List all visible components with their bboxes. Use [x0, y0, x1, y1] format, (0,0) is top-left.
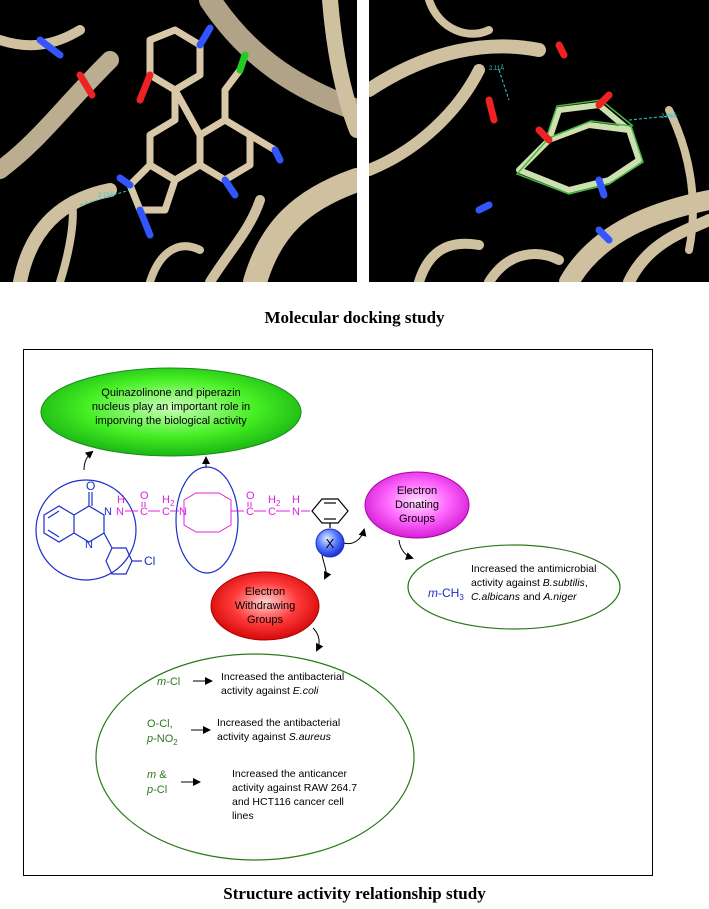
donating-ellipse: Electron Donating Groups [364, 471, 470, 539]
donating-substituent: m-CH3 [428, 586, 464, 602]
piperazine-ellipse [175, 466, 239, 574]
carbonyl-o-label: O [86, 479, 95, 493]
sar-caption: Structure activity relationship study [223, 884, 486, 903]
chloro-label: Cl [144, 554, 155, 568]
svg-text:activity against B.subtilis,: activity against B.subtilis, [471, 577, 588, 589]
svg-text:N: N [292, 506, 300, 518]
left-distance-label: 2.71Å [98, 192, 114, 199]
svg-text:Donating: Donating [395, 499, 439, 511]
svg-text:activity against RAW 264.7: activity against RAW 264.7 [232, 782, 357, 794]
quinazolinone-structure [43, 492, 142, 575]
withdrawing-results: m-Cl Increased the antibacterial activit… [95, 653, 415, 861]
x-label: X [326, 536, 335, 551]
result2-substituent-line1: O-Cl, [147, 718, 173, 730]
svg-text:O: O [140, 490, 149, 502]
n1-label: N [85, 539, 93, 551]
n3-label: N [104, 506, 112, 518]
result2-substituent-line2: p-NO2 [146, 733, 178, 747]
svg-text:2: 2 [170, 499, 175, 508]
svg-text:Increased the antibacterial: Increased the antibacterial [217, 717, 340, 729]
svg-text:C: C [162, 506, 170, 518]
svg-text:Withdrawing: Withdrawing [235, 600, 296, 612]
svg-text:C: C [140, 506, 148, 518]
role-text-line3: imporving the biological activity [95, 415, 247, 427]
svg-text:2: 2 [276, 499, 281, 508]
svg-text:activity against E.coli: activity against E.coli [221, 685, 319, 697]
svg-text:H: H [162, 494, 170, 506]
svg-text:H: H [292, 494, 300, 506]
pip-n1: N [179, 506, 187, 518]
right-distance-label-2: 2.09Å [661, 113, 677, 120]
quinazolinone-circle [35, 479, 137, 581]
svg-text:Groups: Groups [399, 513, 436, 525]
docking-image-left: 2.71Å [0, 0, 357, 282]
result1-substituent: m-Cl [157, 676, 180, 688]
svg-text:H: H [268, 494, 276, 506]
svg-text:lines: lines [232, 810, 254, 822]
role-ellipse: Quinazolinone and piperazin nucleus play… [40, 367, 302, 457]
svg-text:Groups: Groups [247, 614, 284, 626]
phenyl-ring [311, 498, 349, 528]
svg-text:and HCT116 cancer cell: and HCT116 cancer cell [232, 796, 344, 808]
result3-substituent-line2: p-Cl [146, 784, 167, 796]
svg-text:H: H [117, 494, 125, 506]
linker: H N O C H 2 C O C H 2 C H N [116, 490, 300, 518]
donating-result: m-CH3 Increased the antimicrobial activi… [407, 544, 621, 630]
role-text-line1: Quinazolinone and piperazin [101, 387, 240, 399]
withdrawing-ellipse: Electron Withdrawing Groups [210, 571, 320, 641]
docking-image-right: 2.11Å 2.09Å [369, 0, 709, 282]
svg-text:O: O [246, 490, 255, 502]
svg-text:N: N [116, 506, 124, 518]
svg-text:activity against S.aureus: activity against S.aureus [217, 731, 332, 743]
svg-text:C: C [268, 506, 276, 518]
right-distance-label-1: 2.11Å [489, 65, 504, 72]
svg-text:Electron: Electron [397, 485, 437, 497]
svg-text:Increased the anticancer: Increased the anticancer [232, 768, 347, 780]
role-text-line2: nucleus play an important role in [92, 401, 250, 413]
svg-text:Increased the antimicrobial: Increased the antimicrobial [471, 563, 596, 575]
svg-text:Increased the antibacterial: Increased the antibacterial [221, 671, 344, 683]
svg-text:C: C [246, 506, 254, 518]
result3-substituent-line1: m & [147, 769, 167, 781]
sar-diagram: Quinazolinone and piperazin nucleus play… [23, 349, 653, 876]
svg-text:Electron: Electron [245, 586, 285, 598]
svg-text:C.albicans and A.niger: C.albicans and A.niger [471, 591, 577, 603]
docking-caption: Molecular docking study [264, 308, 445, 327]
